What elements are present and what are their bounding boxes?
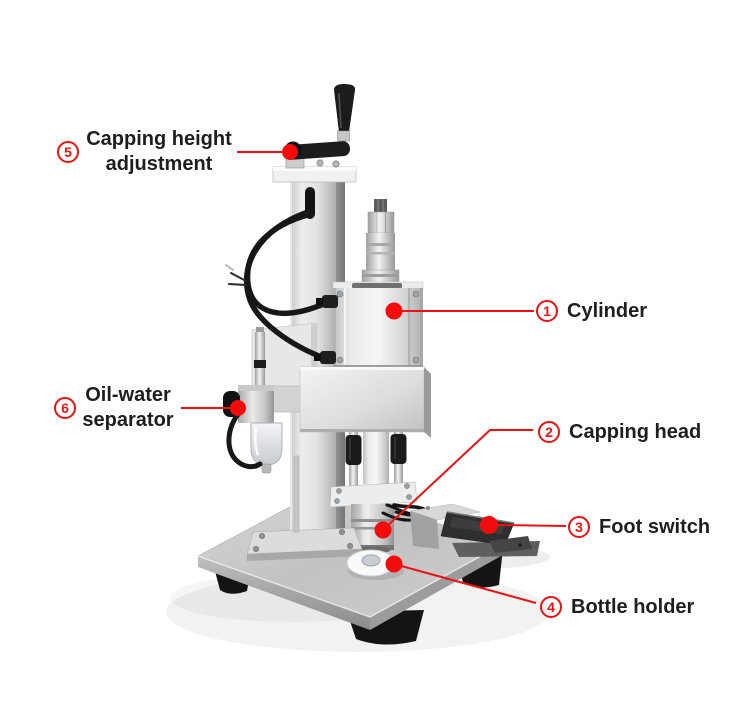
air-port-upper: [322, 295, 338, 308]
label-number-foot-switch: 3: [568, 516, 590, 538]
label-capping-head: Capping head: [569, 421, 701, 443]
label-text-capping-head: Capping head: [569, 421, 702, 443]
label-text-oil-water-line2: separator: [82, 409, 174, 431]
cylinder: [314, 281, 424, 368]
piston-rod: [361, 199, 400, 287]
callout-dot-foot-switch: [480, 516, 498, 534]
label-bottle-holder: Bottle holder: [571, 596, 694, 618]
leader-line-bottle-holder: [393, 563, 537, 604]
label-number-capping-height: 5: [57, 141, 79, 163]
column-mount-plate: [246, 455, 363, 561]
label-text-cylinder: Cylinder: [567, 300, 648, 322]
label-number-capping-head: 2: [538, 421, 560, 443]
label-oil-water-separator: Oil-water separator: [78, 383, 178, 433]
callout-dot-cylinder: [385, 302, 403, 320]
leader-lines: [181, 151, 567, 604]
label-capping-height: Capping height adjustment: [80, 127, 238, 177]
callout-dot-bottle-holder: [385, 555, 403, 573]
leader-line-foot-switch: [495, 524, 567, 527]
label-text-bottle-holder: Bottle holder: [571, 596, 695, 618]
label-text-capping-height-line2: adjustment: [105, 153, 213, 175]
callout-dots: [230, 144, 498, 573]
leader-line-capping-head: [382, 429, 533, 531]
bracket-block: [299, 366, 431, 438]
callout-dot-capping-height: [282, 144, 298, 160]
label-number-oil-water-separator: 6: [54, 397, 76, 419]
air-hoses: [225, 209, 329, 470]
bottle-holder: [346, 549, 404, 580]
label-number-cylinder: 1: [536, 300, 558, 322]
label-cylinder: Cylinder: [567, 300, 647, 322]
label-foot-switch: Foot switch: [599, 516, 710, 538]
label-text-foot-switch: Foot switch: [599, 516, 711, 538]
label-text-capping-height-line1: Capping height: [86, 128, 232, 150]
flange-plate: [329, 481, 418, 508]
label-number-bottle-holder: 4: [540, 596, 562, 618]
guide-rods: [345, 432, 407, 490]
column-top-plate: [272, 156, 357, 183]
callout-dot-oil-water-separator: [230, 400, 246, 416]
label-text-oil-water-line1: Oil-water: [85, 384, 171, 406]
callout-dot-capping-head: [374, 521, 392, 539]
depth-rod: [293, 455, 300, 533]
air-port-lower: [320, 351, 336, 364]
